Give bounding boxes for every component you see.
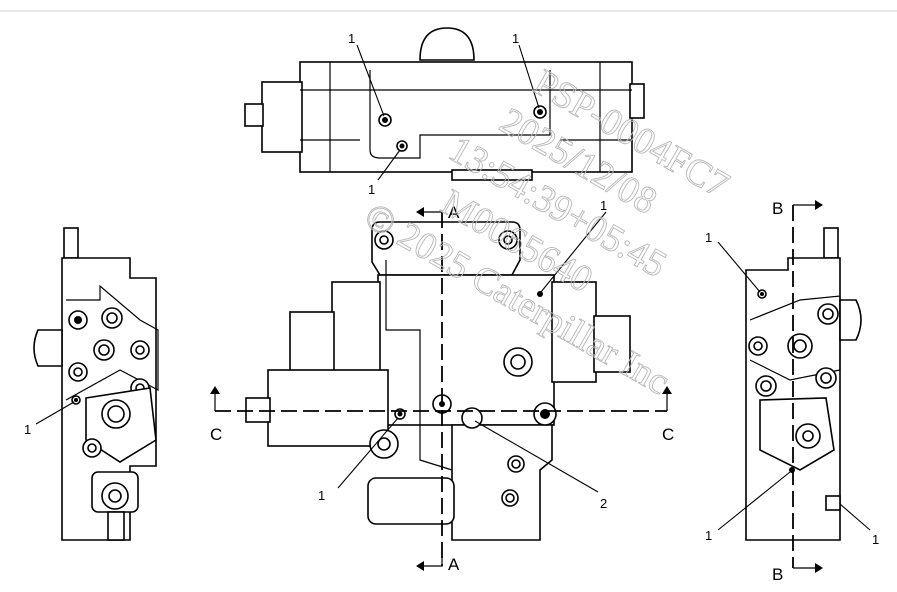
front-view-right-section [551, 281, 597, 383]
right-view-plate [749, 295, 841, 381]
front-view-lower-block [451, 424, 553, 541]
front-view-lower-left [267, 369, 389, 447]
front-view: A A C C 1 1 2 [210, 198, 674, 574]
section-label-a-bottom: A [448, 555, 460, 574]
left-view-plate [65, 284, 159, 401]
callout-2-front: 2 [600, 496, 607, 511]
leader-c1 [356, 44, 385, 117]
left-side-view: 1 [24, 227, 159, 541]
top-view-left-cap [261, 81, 303, 153]
top-view-channel [369, 70, 551, 159]
callout-1-front-bottom: 1 [318, 488, 325, 503]
section-label-b-top: B [772, 199, 783, 218]
callout-1-left: 1 [24, 422, 31, 437]
section-label-b-bottom: B [772, 565, 783, 584]
top-view: 1 1 1 [244, 27, 645, 197]
front-view-nut [245, 397, 271, 423]
callout-1-top-bottom: 1 [368, 182, 375, 197]
callout-1-right-side: 1 [872, 532, 879, 547]
top-view-left-nut [244, 103, 264, 127]
leader-c6 [337, 417, 399, 489]
leader-c5 [540, 211, 607, 293]
front-view-hose [385, 260, 453, 471]
left-view-connector [107, 511, 125, 541]
section-label-c-right: C [662, 425, 674, 444]
section-label-c-left: C [210, 425, 222, 444]
leader-c7 [717, 241, 761, 293]
right-view-boss [839, 299, 862, 341]
top-view-bottom-lip [451, 169, 533, 181]
leader-c11 [474, 420, 599, 493]
front-view-left-spool [289, 311, 335, 375]
front-port-2 [461, 407, 483, 429]
front-port-top-right [537, 291, 543, 297]
front-view-solenoid [367, 477, 455, 525]
top-view-body [299, 61, 633, 173]
section-label-a-top: A [448, 203, 460, 222]
callout-1-right-bottom: 1 [705, 528, 712, 543]
front-view-right-spool [593, 315, 631, 373]
right-side-view: B B 1 1 1 [705, 199, 879, 584]
callout-1-top-right: 1 [512, 31, 519, 46]
callout-1-front-top: 1 [600, 198, 607, 213]
top-view-boss [419, 27, 475, 61]
left-view-tab [63, 227, 79, 259]
leader-c2 [518, 44, 540, 109]
right-view-side-fitting [825, 495, 841, 511]
left-view-left-boss [33, 329, 63, 367]
leader-c4 [35, 401, 75, 425]
leader-c9 [839, 503, 871, 531]
leader-c3 [377, 149, 401, 181]
callout-1-right-top: 1 [705, 230, 712, 245]
callout-1-top-left: 1 [348, 31, 355, 46]
leader-c8 [717, 471, 791, 531]
right-view-tab [823, 227, 839, 259]
top-view-right-cap [629, 83, 645, 119]
front-view-top-bracket [371, 221, 521, 276]
